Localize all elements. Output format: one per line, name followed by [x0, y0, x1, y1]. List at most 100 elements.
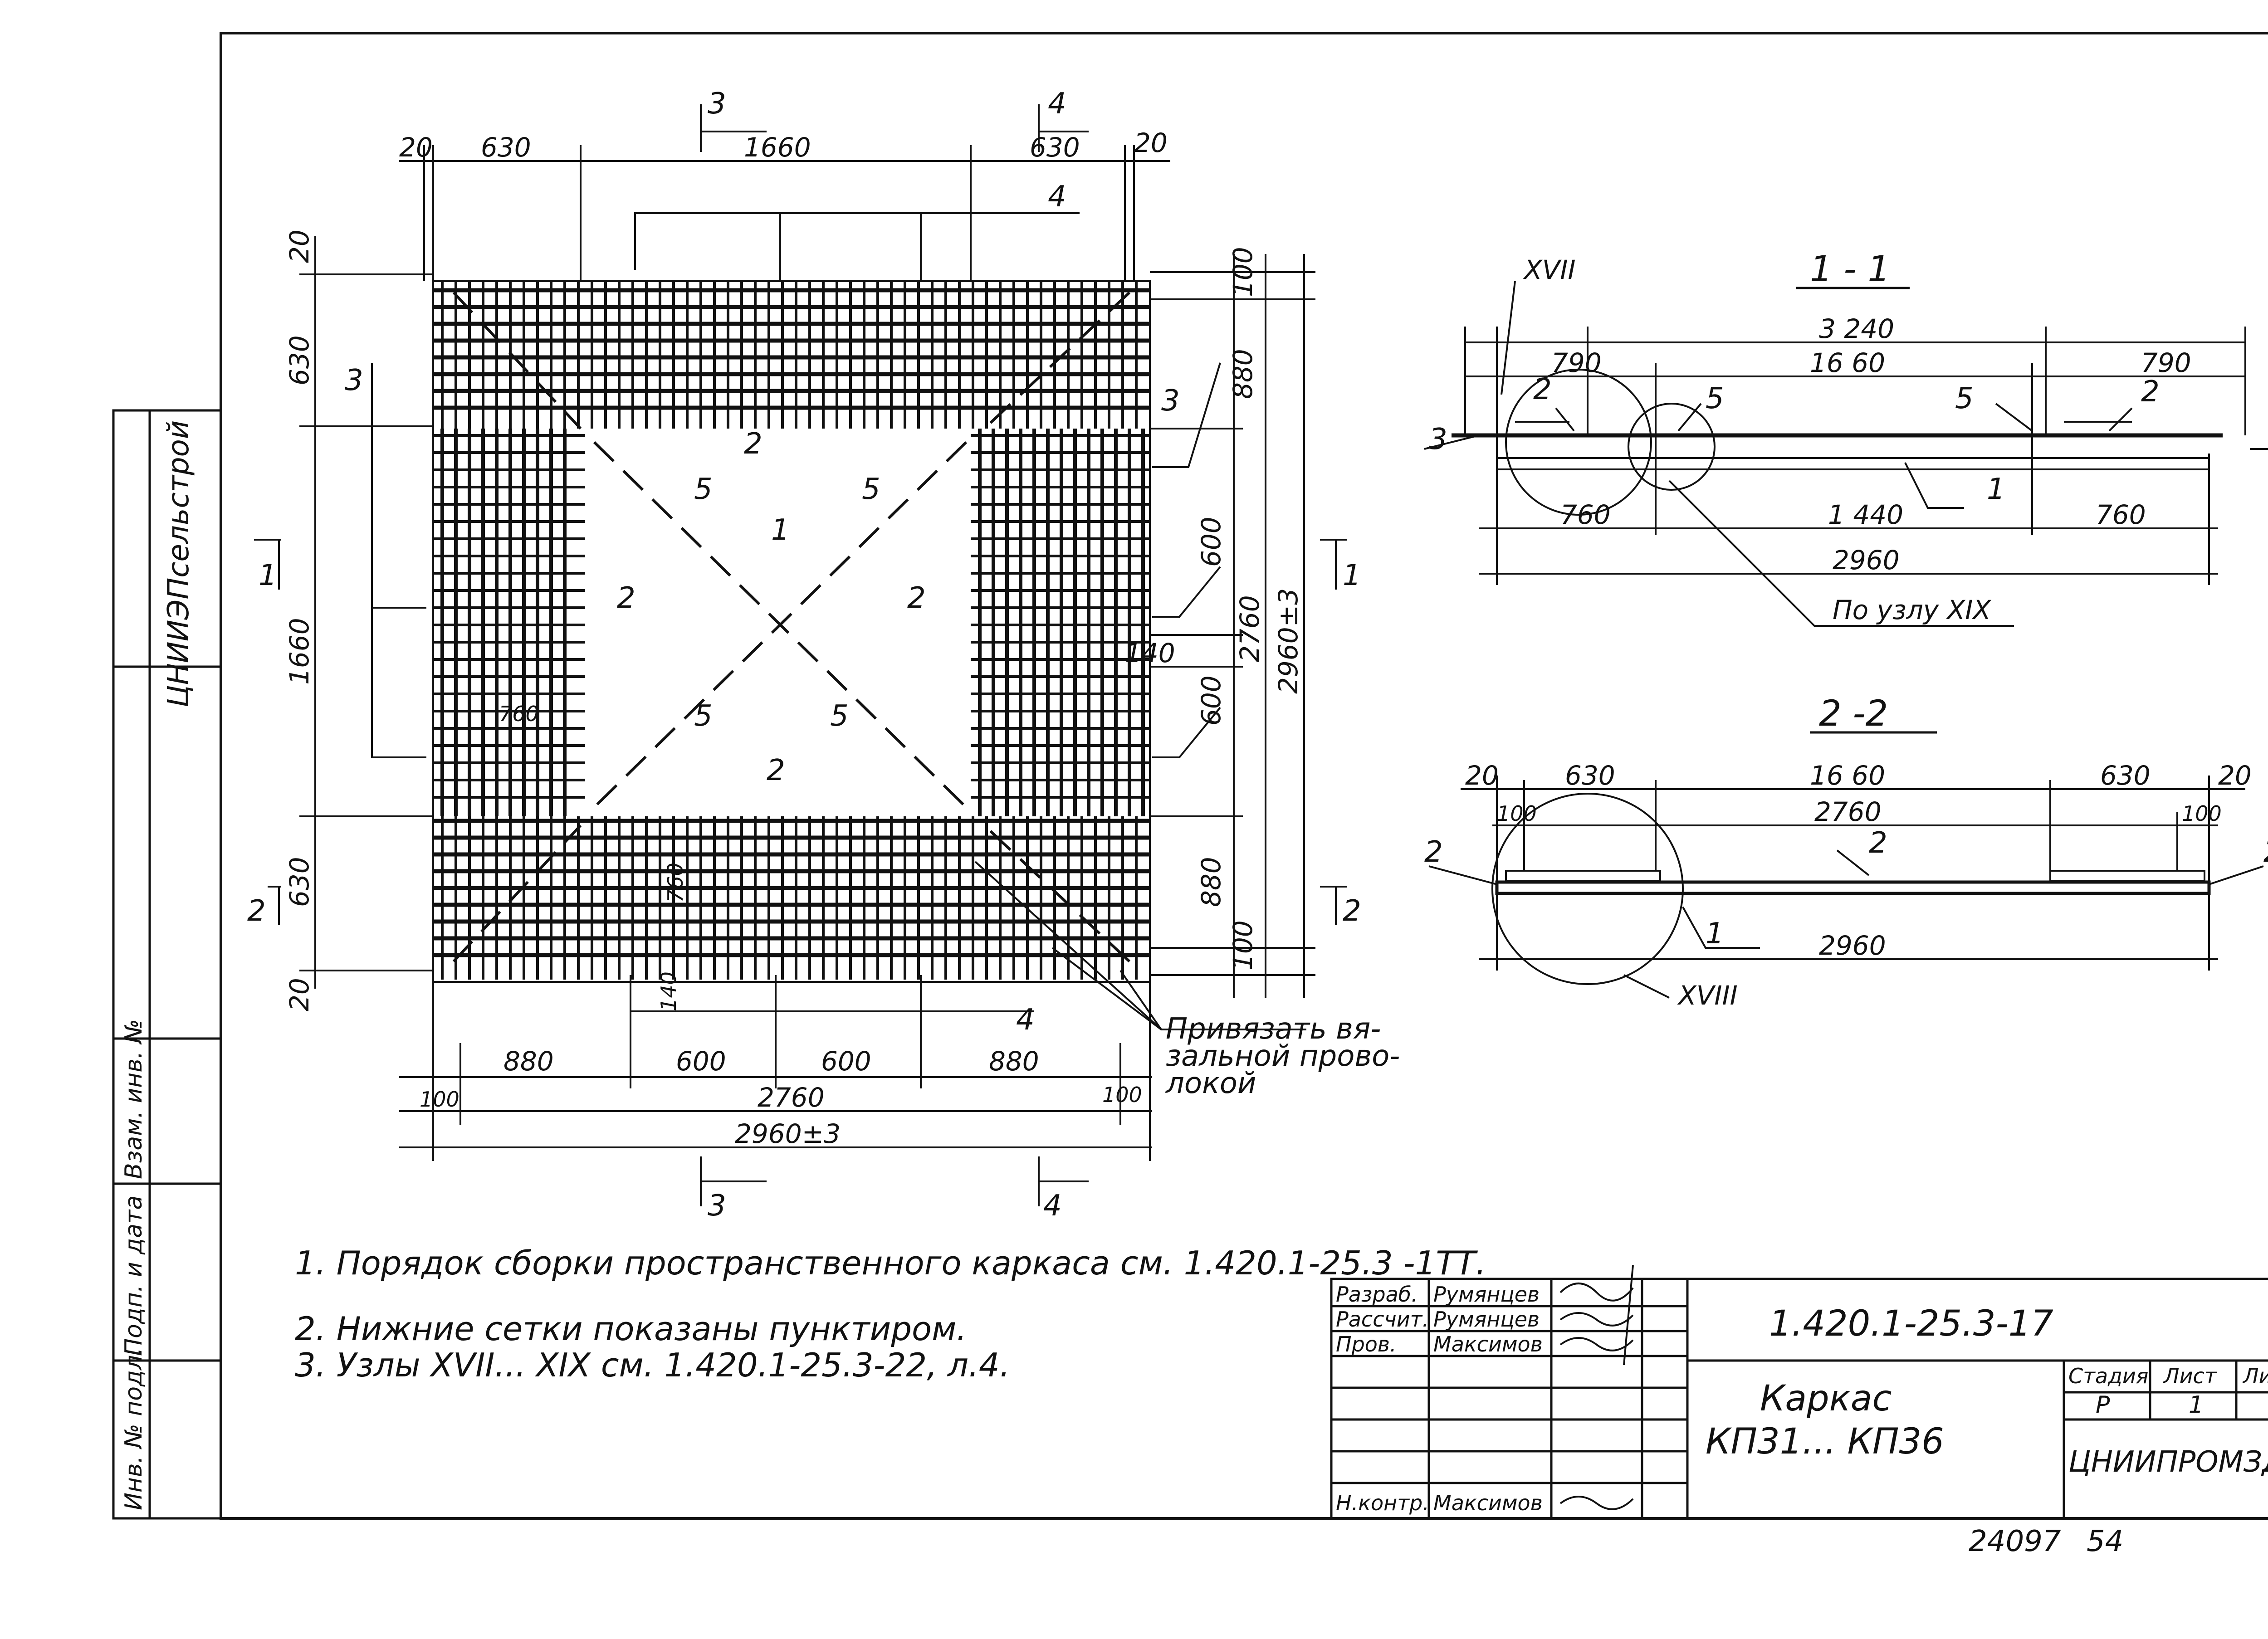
tb-doc-code: 1.420.1-25.3-17 [1769, 1303, 2053, 1344]
section-1-1: 1 - 1 [1424, 249, 2268, 627]
plan-dimension-text: 20 630 1660 630 20 20 630 1660 630 20 10… [284, 127, 1304, 1149]
footer-page: 54 [2087, 1525, 2123, 1558]
s11-b-right: 760 [2096, 499, 2146, 530]
plan-outline [432, 280, 1151, 983]
section-2-2-dim-text: 20 630 16 60 630 20 100 2760 100 2960 XV… [1424, 760, 2268, 1011]
section-1-1-dim-text: 3 240 790 16 60 790 760 1 440 760 2960 X… [1429, 254, 2191, 625]
tb-col-sheets: Листов [2242, 1364, 2268, 1388]
plan-inner-760-v: 760 [663, 863, 688, 902]
tb-col-sheet: Лист [2163, 1364, 2217, 1388]
side-stamp-replace: Взам. инв. № [120, 1019, 147, 1179]
s22-d20-right: 20 [2218, 760, 2252, 791]
tb-col-stage: Стадия [2068, 1364, 2148, 1388]
notes: 1. Порядок сборки пространственного карк… [295, 1244, 1486, 1384]
s11-b-left: 760 [1560, 499, 1611, 530]
s11-right: 790 [2141, 347, 2191, 378]
s11-pos-1: 1 [1987, 473, 2005, 506]
section-2-2-geometry [1428, 776, 2264, 999]
sheet-frame [220, 32, 2268, 1520]
plan-view: 20 630 1660 630 20 20 630 1660 630 20 10… [247, 87, 1400, 1223]
plan-right-dim-3: 600 [1196, 517, 1227, 567]
s11-b-mid: 1 440 [1828, 499, 1903, 530]
s22-pos-1: 1 [1706, 917, 1724, 951]
section-2-2-title: 2 -2 [1819, 693, 1888, 734]
plan-top-dim-4: 630 [1030, 132, 1080, 163]
s11-total-top: 3 240 [1819, 313, 1894, 344]
footer-inventory: 24097 [1969, 1525, 2061, 1558]
side-stamp-org: ЦНИИЭПсельстрой [162, 420, 196, 707]
plan-left-dim-3: 1660 [284, 618, 315, 685]
section-mark-2-left: 2 [247, 894, 266, 928]
tb-role-1: Разраб. [1336, 1282, 1418, 1307]
section-mark-4-bottom: 4 [1043, 1189, 1062, 1223]
tb-name-2: Румянцев [1433, 1307, 1540, 1332]
s22-pos-2-right: 2 [2263, 835, 2268, 869]
side-stamp [112, 409, 222, 1520]
note-3: 3. Узлы XVII... XIX см. 1.420.1-25.3-22,… [295, 1346, 1010, 1384]
plan-bottom-edge-left: 100 [420, 1087, 459, 1112]
plan-left-dim-5: 20 [284, 978, 315, 1011]
plan-bottom-dim-1: 880 [503, 1046, 554, 1077]
side-stamp-sign: Подп. и дата [120, 1195, 147, 1356]
plan-right-total-inner: 2760 [1234, 595, 1265, 662]
plan-left-dim-1: 20 [284, 229, 315, 263]
plan-right-dim-6: 880 [1196, 857, 1227, 907]
s22-total: 2960 [1819, 930, 1886, 961]
plan-top-dim-5: 20 [1134, 127, 1168, 158]
title-block: Разраб. Рассчит. Пров. Н.контр. Румянцев… [1330, 1265, 2268, 1520]
tb-name-6: Максимов [1433, 1491, 1543, 1515]
pos-3-right: 3 [1161, 384, 1180, 418]
s11-node-ref: По узлу XIX [1833, 595, 1991, 625]
tb-stage: Р [2096, 1391, 2110, 1419]
pos-2-bottom: 2 [767, 754, 785, 787]
plan-right-dim-7: 100 [1227, 920, 1258, 971]
pos-3-left: 3 [345, 364, 363, 397]
plan-left-dim-4: 630 [284, 857, 315, 907]
s11-pos-2b: 2 [2141, 375, 2160, 409]
s11-left: 790 [1551, 347, 1602, 378]
plan-right-dim-1: 100 [1227, 247, 1258, 297]
section-mark-1-left: 1 [259, 559, 277, 592]
tb-role-3: Пров. [1336, 1332, 1397, 1356]
s22-d630-left: 630 [1565, 760, 1615, 791]
s11-total: 2960 [1833, 545, 1900, 576]
tie-note-line1: Привязать вя- [1166, 1012, 1381, 1046]
plan-right-dim-5: 600 [1196, 675, 1227, 726]
side-stamp-inv: Инв. № подл. [120, 1347, 147, 1510]
pos-5-bottom-right: 5 [830, 699, 849, 733]
tb-title-line2: КП31... КП36 [1706, 1421, 1944, 1462]
plan-top-dim-1: 20 [399, 132, 433, 163]
plan-top-dim-3: 1660 [744, 132, 811, 163]
plan-right-dim-2: 880 [1227, 349, 1258, 399]
section-mark-4-top: 4 [1048, 87, 1066, 121]
plan-diagonals-dashed [452, 291, 1131, 963]
section-2-2: 2 -2 20 630 16 60 630 20 [1424, 693, 2268, 1011]
section-mark-1-right: 1 [1343, 559, 1361, 592]
plan-reinforcement-bars [433, 281, 1150, 980]
s22-d100-right: 100 [2182, 801, 2222, 826]
tb-role-2: Рассчит. [1336, 1307, 1429, 1332]
s22-d630-right: 630 [2100, 760, 2151, 791]
pos-4-bottom: 4 [1016, 1003, 1035, 1037]
s22-pos-2-mid: 2 [1869, 826, 1887, 860]
tie-wire-note: Привязать вя- зальной прово- локой [1165, 1012, 1400, 1100]
pos-5-top-left: 5 [694, 473, 713, 506]
plan-position-labels: 4 4 3 3 2 2 2 2 1 5 5 5 5 3 4 3 4 1 1 2 … [247, 87, 1361, 1223]
plan-dim-lines [254, 104, 1347, 1206]
tb-organization: ЦНИИПРОМЗДАНИЙ [2068, 1444, 2268, 1479]
section-mark-3-bottom: 3 [708, 1189, 726, 1223]
s11-node-xvii: XVII [1523, 254, 1576, 285]
section-mark-2-right: 2 [1343, 894, 1361, 928]
pos-4-top: 4 [1048, 180, 1066, 214]
plan-bottom-dim-2: 600 [676, 1046, 726, 1077]
tb-signatures [1559, 1265, 1634, 1510]
section-1-1-geometry [1424, 281, 2268, 627]
plan-right-dim-4: 140 [1125, 638, 1175, 668]
plan-bottom-edge-right: 100 [1102, 1083, 1142, 1107]
pos-1-center: 1 [771, 513, 790, 547]
plan-bottom-dim-4: 880 [989, 1046, 1039, 1077]
tb-role-6: Н.контр. [1336, 1491, 1429, 1515]
note-2: 2. Нижние сетки показаны пунктиром. [295, 1310, 967, 1348]
plan-bottom-total-inner: 2760 [758, 1082, 825, 1113]
